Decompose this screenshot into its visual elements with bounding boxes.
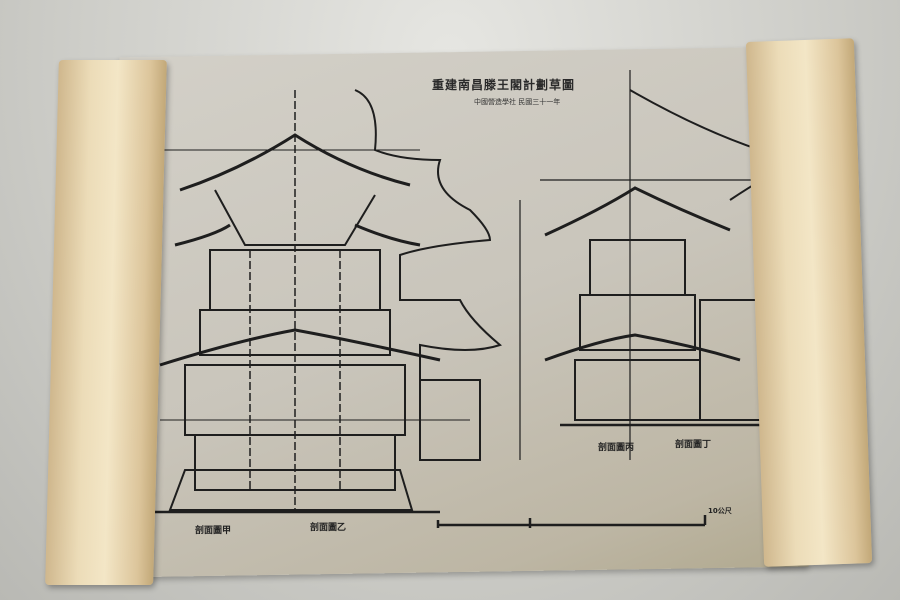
drawing-subtitle: 中國營造學社 民國三十一年 (474, 98, 561, 106)
left-wooden-roller (45, 60, 167, 585)
section-label-b: 剖面圖乙 (310, 523, 347, 533)
drawing-title: 重建南昌滕王閣計劃草圖 (432, 78, 576, 92)
section-label-c: 剖面圖丙 (598, 443, 635, 453)
section-label-d: 剖面圖丁 (675, 440, 712, 450)
right-wooden-roller (745, 38, 873, 567)
section-label-a: 剖面圖甲 (195, 526, 232, 536)
scale-label: 10公尺 (708, 507, 732, 515)
scale-bar (436, 515, 707, 528)
left-pavilion-section (130, 89, 503, 514)
